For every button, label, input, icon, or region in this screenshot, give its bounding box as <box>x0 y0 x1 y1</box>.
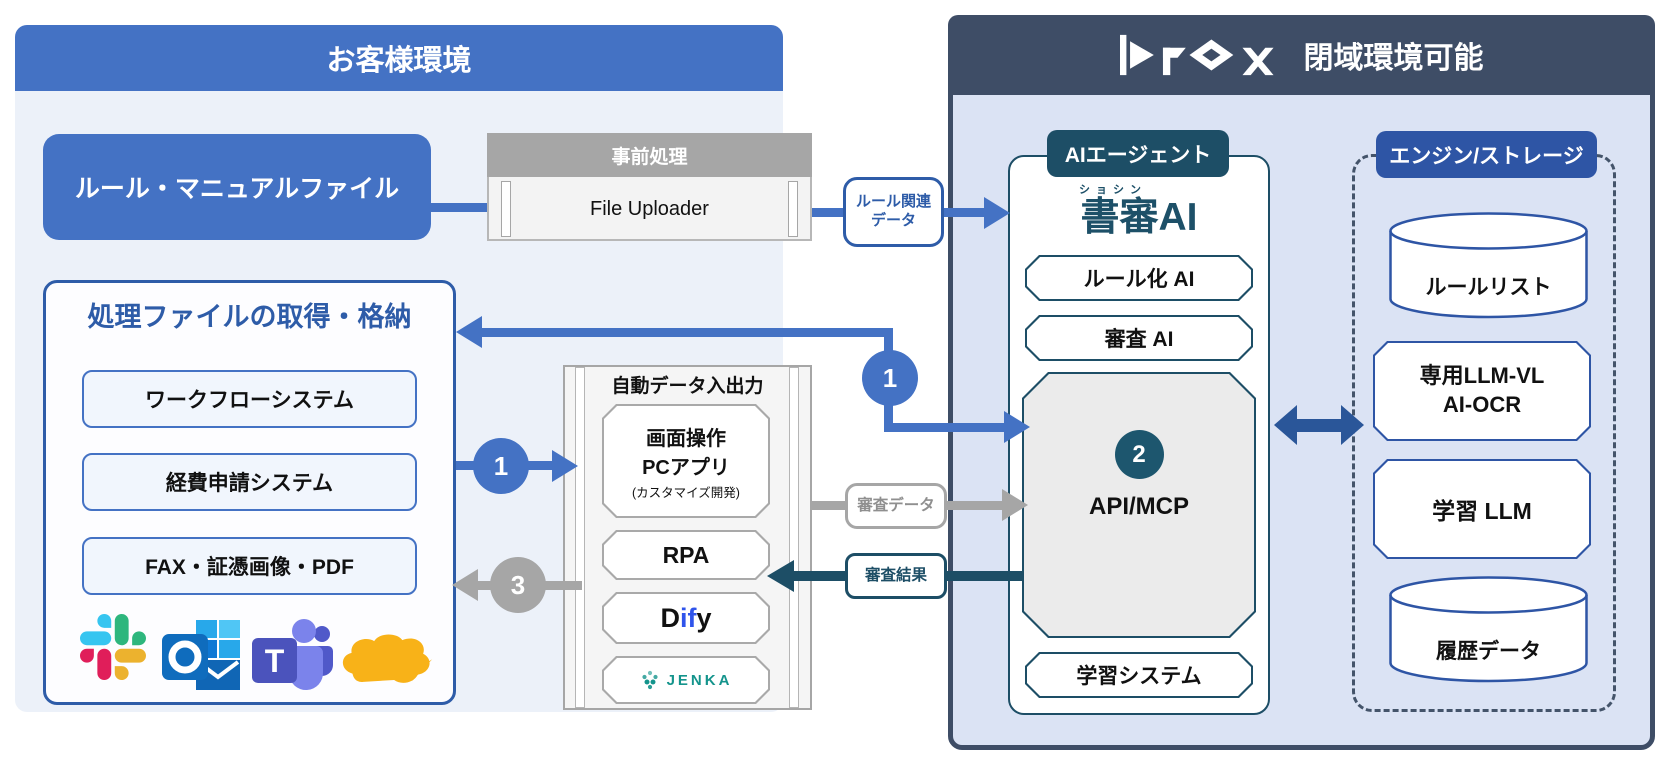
pc-app-line1: 画面操作 <box>646 427 726 450</box>
arrow-rule-data-head <box>984 197 1010 229</box>
file-item-workflow: ワークフローシステム <box>82 370 417 428</box>
shoshin-furigana: ショシン <box>1079 184 1147 196</box>
api-mcp-label: API/MCP <box>1088 493 1189 520</box>
auto-io-item-pc-app: 画面操作 PCアプリ (カスタマイズ開発) <box>602 404 770 518</box>
brox-panel-header: 閉域環境可能 <box>948 15 1655 95</box>
brox-panel-title: 閉域環境可能 <box>1303 42 1484 75</box>
ai-agent-badge-label: AIエージェント <box>1064 143 1212 167</box>
auto-io-title: 自動データ入出力 <box>611 375 764 397</box>
auto-io-bar-left <box>575 367 585 708</box>
slack-icon <box>80 614 146 680</box>
file-item-expense: 経費申請システム <box>82 453 417 511</box>
shinsa-result-label: 審査結果 <box>845 553 947 599</box>
step1-left-badge: 1 <box>473 438 529 494</box>
file-item-label: ワークフローシステム <box>145 389 354 412</box>
learning-llm-label: 学習 LLM <box>1432 498 1532 524</box>
connector-rule-to-preprocess <box>431 203 490 212</box>
rule-manual-box: ルール・マニュアルファイル <box>43 134 431 240</box>
chat-bubble-icon <box>338 630 434 692</box>
shoshin-logo-text: 書審AI <box>1080 196 1198 239</box>
ai-agent-badge: AIエージェント <box>1047 130 1229 177</box>
jenka-dots-icon <box>640 670 660 690</box>
preprocess-title: 事前処理 <box>611 146 688 168</box>
file-uploader-item: File Uploader <box>511 177 788 241</box>
auto-io-title-row: 自動データ入出力 <box>563 371 812 397</box>
arrow-shinsa-data-head <box>1002 489 1028 521</box>
learning-system-box: 学習システム <box>1025 652 1253 698</box>
shinsa-data-label: 審査データ <box>845 483 947 529</box>
file-uploader-label: File Uploader <box>590 197 709 220</box>
rule-manual-label: ルール・マニュアルファイル <box>74 175 400 203</box>
llm-vl-line1: 専用LLM-VL <box>1419 363 1545 389</box>
preprocess-bar-right <box>788 181 798 237</box>
file-item-fax-pdf: FAX・証憑画像・PDF <box>82 537 417 595</box>
shinsa-ai-label: 審査 AI <box>1104 328 1174 351</box>
teams-icon: T <box>252 618 334 692</box>
rule-list-cylinder: ルールリスト <box>1388 210 1589 320</box>
llm-vl-box: 専用LLM-VL AI-OCR <box>1373 341 1591 441</box>
file-item-label: FAX・証憑画像・PDF <box>145 556 354 579</box>
arrow-bidirectional-left-head <box>1274 405 1297 445</box>
svg-text:T: T <box>265 643 285 679</box>
customer-panel-title: お客様環境 <box>326 45 472 77</box>
rule-ai-box: ルール化 AI <box>1025 255 1253 301</box>
preprocess-bar-left <box>501 181 511 237</box>
learning-system-label: 学習システム <box>1076 665 1202 688</box>
dify-logo: Dify <box>660 602 712 633</box>
arrow-bent-left-head <box>456 316 482 348</box>
arrow-bent-horizontal2 <box>884 423 1006 432</box>
auto-io-item-dify: Dify <box>602 592 770 644</box>
rpa-label: RPA <box>662 541 710 568</box>
pc-app-line2: PCアプリ <box>642 456 730 479</box>
arrow-bidirectional <box>1294 419 1344 432</box>
file-item-label: 経費申請システム <box>165 472 334 495</box>
arrow-bent-horizontal <box>478 328 893 337</box>
auto-io-item-jenka: JENKA <box>602 656 770 704</box>
shinsa-ai-box: 審査 AI <box>1025 315 1253 361</box>
learning-llm-box: 学習 LLM <box>1373 459 1591 559</box>
auto-io-bar-right <box>789 367 799 708</box>
shoshin-ai-logo: ショシン 書審AI <box>1028 181 1250 243</box>
jenka-label: JENKA <box>666 671 733 689</box>
file-section-title: 処理ファイルの取得・格納 <box>87 301 412 332</box>
rule-list-label: ルールリスト <box>1425 275 1552 299</box>
rule-ai-label: ルール化 AI <box>1083 268 1195 291</box>
history-data-cylinder: 履歴データ <box>1388 574 1589 684</box>
step2-badge: 2 <box>1114 430 1164 479</box>
arrow-shinsa-result-head <box>767 560 794 592</box>
customer-panel-header: お客様環境 <box>15 25 783 91</box>
pc-app-line3: (カスタマイズ開発) <box>632 485 740 500</box>
arrow-step1-left-head <box>552 450 578 482</box>
auto-io-item-rpa: RPA <box>602 530 770 580</box>
llm-vl-line2: AI-OCR <box>1442 392 1522 417</box>
engine-storage-badge-label: エンジン/ストレージ <box>1389 144 1584 168</box>
api-mcp-box: 2 API/MCP <box>1022 372 1256 638</box>
rule-data-label: ルール関連 データ <box>843 177 944 247</box>
arrow-bidirectional-right-head <box>1341 405 1364 445</box>
outlook-icon <box>160 616 244 694</box>
history-data-label: 履歴データ <box>1436 639 1541 663</box>
step1-right-badge: 1 <box>862 350 918 406</box>
arrow-step3-head <box>452 569 478 601</box>
engine-storage-badge: エンジン/ストレージ <box>1376 131 1597 178</box>
file-section-title-row: 処理ファイルの取得・格納 <box>43 293 456 335</box>
brox-logo <box>1119 34 1290 76</box>
arrow-bent-right-head <box>1004 411 1030 443</box>
preprocess-header: 事前処理 <box>487 133 812 177</box>
step3-badge: 3 <box>490 557 546 613</box>
